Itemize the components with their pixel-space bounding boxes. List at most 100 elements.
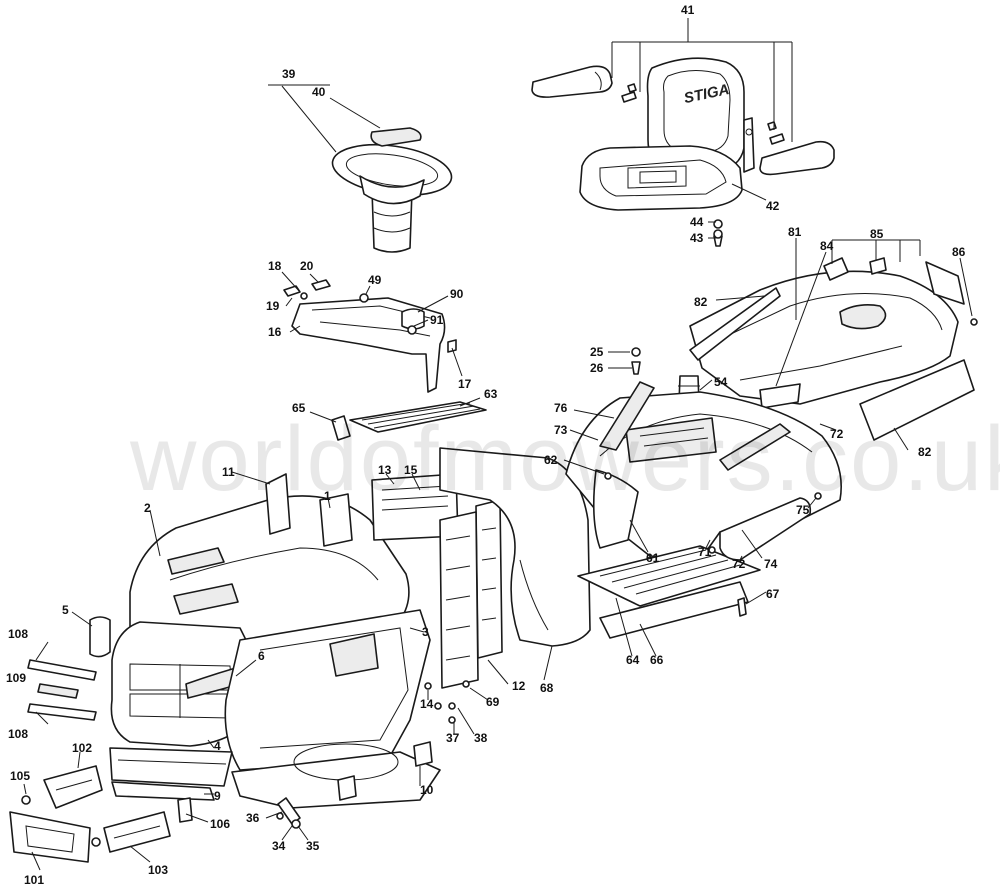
callout-72-right: 72 — [830, 427, 844, 441]
rear-panel-82 — [859, 359, 975, 441]
callout-108-bottom: 108 — [8, 727, 28, 741]
callout-6: 6 — [258, 649, 265, 663]
callout-19: 19 — [266, 299, 280, 313]
callout-91: 91 — [430, 313, 444, 327]
callout-81: 81 — [788, 225, 802, 239]
callout-17: 17 — [458, 377, 472, 391]
callout-5: 5 — [62, 603, 69, 617]
callout-14: 14 — [420, 697, 434, 711]
callout-69: 69 — [486, 695, 500, 709]
panel-11 — [265, 473, 291, 535]
callout-18: 18 — [268, 259, 282, 273]
hood-assembly — [109, 495, 441, 809]
callout-76: 76 — [554, 401, 568, 415]
armrest-pin-right — [769, 133, 785, 145]
callout-82-top: 82 — [694, 295, 708, 309]
callout-39: 39 — [282, 67, 296, 81]
callout-9: 9 — [214, 789, 221, 803]
callout-102: 102 — [72, 741, 92, 755]
callout-65: 65 — [292, 401, 306, 415]
callout-84: 84 — [820, 239, 834, 253]
callout-66: 66 — [650, 653, 664, 667]
callout-10: 10 — [420, 783, 434, 797]
callout-34: 34 — [272, 839, 286, 853]
callout-67: 67 — [766, 587, 780, 601]
callout-63: 63 — [484, 387, 498, 401]
callout-37: 37 — [446, 731, 460, 745]
callout-35: 35 — [306, 839, 320, 853]
callout-13: 13 — [378, 463, 392, 477]
bracket-102 — [43, 765, 103, 809]
callout-11: 11 — [222, 465, 235, 479]
callout-54: 54 — [714, 375, 728, 389]
callout-61: 61 — [646, 551, 660, 565]
callout-4: 4 — [214, 739, 221, 753]
callout-103: 103 — [148, 863, 168, 877]
callout-105: 105 — [10, 769, 30, 783]
trim-108-bottom — [27, 703, 97, 721]
callout-85: 85 — [870, 227, 884, 241]
fender-lip-74 — [719, 497, 812, 561]
callout-43: 43 — [690, 231, 704, 245]
callout-72-bottom: 72 — [732, 557, 746, 571]
headlight-5 — [89, 616, 111, 658]
callout-2: 2 — [144, 501, 151, 515]
callout-49: 49 — [368, 273, 382, 287]
callout-36: 36 — [246, 811, 260, 825]
callout-41: 41 — [681, 3, 695, 17]
callout-82-right: 82 — [918, 445, 932, 459]
callout-109: 109 — [6, 671, 26, 685]
dashboard-assembly — [283, 279, 487, 441]
callout-3: 3 — [422, 625, 429, 639]
callout-64: 64 — [626, 653, 640, 667]
callout-106: 106 — [210, 817, 230, 831]
callout-71: 71 — [698, 545, 712, 559]
callout-73: 73 — [554, 423, 568, 437]
seat-cushion — [579, 145, 743, 211]
plate-101 — [9, 811, 91, 863]
callout-90: 90 — [450, 287, 464, 301]
callout-40: 40 — [312, 85, 326, 99]
seat-assembly: STIGA — [531, 57, 835, 247]
side-cover-12 — [475, 499, 503, 659]
side-strip-82 — [689, 287, 781, 361]
watermark: worldofmowers.co.uk — [129, 408, 1000, 510]
front-small-parts — [9, 616, 193, 863]
callout-26: 26 — [590, 361, 604, 375]
callout-15: 15 — [404, 463, 418, 477]
right-armrest — [759, 140, 835, 176]
callout-labels: 41 42 44 43 39 40 18 20 49 90 19 91 16 1… — [6, 3, 966, 887]
callout-44: 44 — [690, 215, 704, 229]
callout-68: 68 — [540, 681, 554, 695]
callout-1: 1 — [324, 489, 331, 503]
hood-vent — [173, 583, 239, 615]
bar-76 — [599, 381, 655, 451]
steering-column — [371, 189, 413, 253]
callout-86: 86 — [952, 245, 966, 259]
callout-62: 62 — [544, 453, 558, 467]
left-armrest — [531, 65, 613, 98]
steering-cap — [370, 127, 422, 147]
callout-20: 20 — [300, 259, 314, 273]
panel-1 — [319, 493, 353, 547]
grille-vertical — [439, 511, 479, 689]
callout-16: 16 — [268, 325, 282, 339]
spring-105 — [21, 795, 31, 805]
callout-25: 25 — [590, 345, 604, 359]
callout-38: 38 — [474, 731, 488, 745]
front-bumper — [109, 747, 233, 787]
callout-75: 75 — [796, 503, 810, 517]
callout-101: 101 — [24, 873, 44, 887]
callout-108-top: 108 — [8, 627, 28, 641]
leader-lines — [23, 18, 973, 871]
mid-section — [265, 447, 591, 829]
trim-108-top — [27, 659, 97, 681]
step-66 — [599, 581, 749, 639]
callout-74: 74 — [764, 557, 778, 571]
badge-109 — [37, 683, 79, 699]
armrest-pin-left — [621, 91, 637, 103]
callout-12: 12 — [512, 679, 526, 693]
rear-section — [565, 257, 978, 639]
callout-42: 42 — [766, 199, 780, 213]
